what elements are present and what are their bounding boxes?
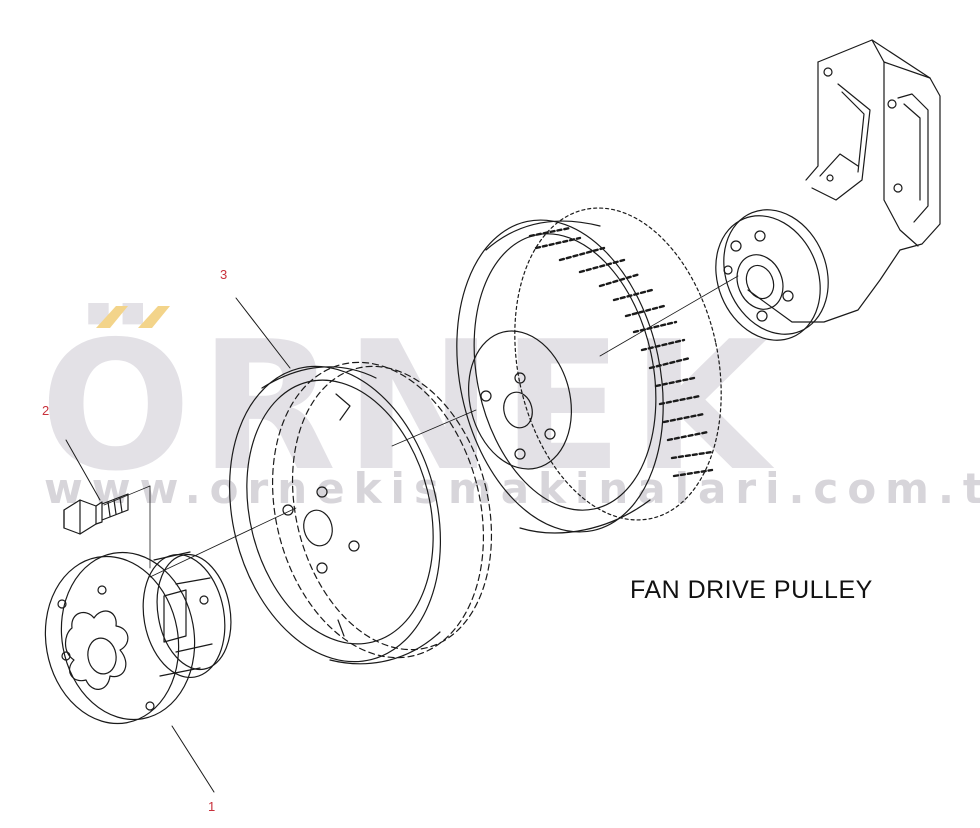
coupling-flange	[44, 551, 232, 725]
bolt	[63, 493, 129, 535]
large-grooved-pulley	[456, 207, 722, 534]
watermark-brand: ÖRNEK	[40, 303, 777, 510]
pulley-grooves	[528, 226, 714, 478]
diagram-title: FAN DRIVE PULLEY	[630, 576, 873, 604]
assembly-axis-line	[103, 275, 739, 578]
callout-2: 2	[42, 403, 50, 418]
callout-3: 3	[220, 267, 228, 282]
fan-drive-housing	[747, 39, 941, 323]
drive-hub	[715, 209, 829, 341]
watermark-umlaut	[96, 306, 170, 328]
middle-pulley	[228, 361, 493, 665]
watermark-url: www.ornekismakinalari.com.tr	[44, 464, 980, 513]
callout-1: 1	[208, 799, 216, 814]
leader-lines	[65, 297, 291, 793]
